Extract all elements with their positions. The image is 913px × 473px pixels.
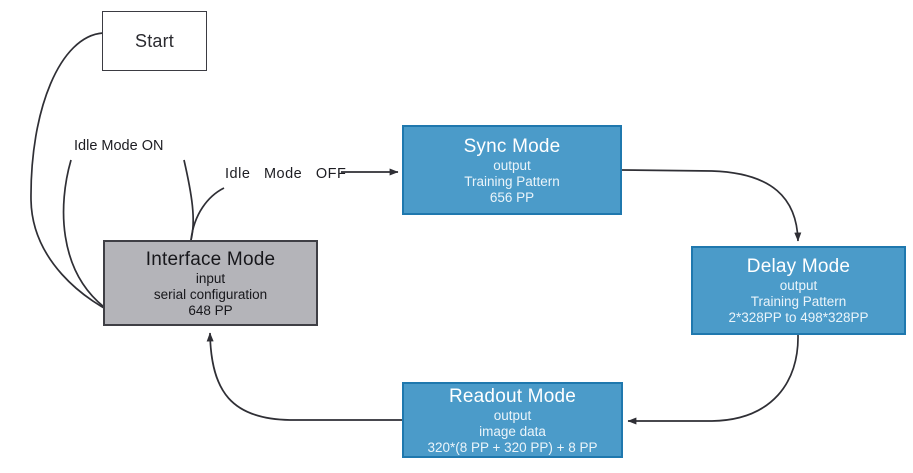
edge-label-idle-mode-on: Idle Mode ON	[74, 138, 164, 154]
node-delay-mode-line-1: output	[779, 278, 818, 293]
edge-label-idle-mode-off: Idle Mode OFF	[225, 166, 347, 182]
edge-readout-to-interface	[206, 332, 402, 421]
node-sync-mode-line-1: output	[493, 157, 531, 173]
node-readout-mode-line-3: 320*(8 PP + 320 PP) + 8 PP	[427, 439, 598, 455]
node-delay-mode-title: Delay Mode	[746, 256, 851, 277]
edge-delay-to-readout	[627, 334, 799, 425]
edge-idle-mode-off-hook	[190, 187, 225, 241]
node-sync-mode[interactable]: Sync Mode output Training Pattern 656 PP	[402, 125, 622, 215]
node-readout-mode-title: Readout Mode	[448, 385, 577, 407]
node-sync-mode-title: Sync Mode	[463, 135, 561, 157]
node-interface-mode-line-3: 648 PP	[188, 302, 233, 318]
edge-idle-mode-on-leader	[183, 159, 195, 241]
node-sync-mode-line-3: 656 PP	[489, 189, 535, 205]
node-start[interactable]: Start	[102, 11, 207, 71]
node-interface-mode[interactable]: Interface Mode input serial configuratio…	[103, 240, 318, 326]
node-delay-mode[interactable]: Delay Mode output Training Pattern 2*328…	[691, 246, 906, 335]
node-sync-mode-line-2: Training Pattern	[464, 173, 560, 189]
node-delay-mode-line-3: 2*328PP to 498*328PP	[728, 310, 869, 325]
node-readout-mode-line-2: image data	[479, 423, 546, 439]
edge-sync-to-delay	[621, 169, 802, 242]
node-readout-mode-line-1: output	[493, 407, 532, 423]
node-interface-mode-title: Interface Mode	[145, 248, 276, 270]
node-interface-mode-line-2: serial configuration	[153, 286, 268, 302]
node-interface-mode-line-1: input	[195, 270, 226, 286]
node-readout-mode[interactable]: Readout Mode output image data 320*(8 PP…	[402, 382, 623, 458]
node-delay-mode-line-2: Training Pattern	[750, 294, 847, 309]
node-start-title: Start	[134, 30, 174, 51]
